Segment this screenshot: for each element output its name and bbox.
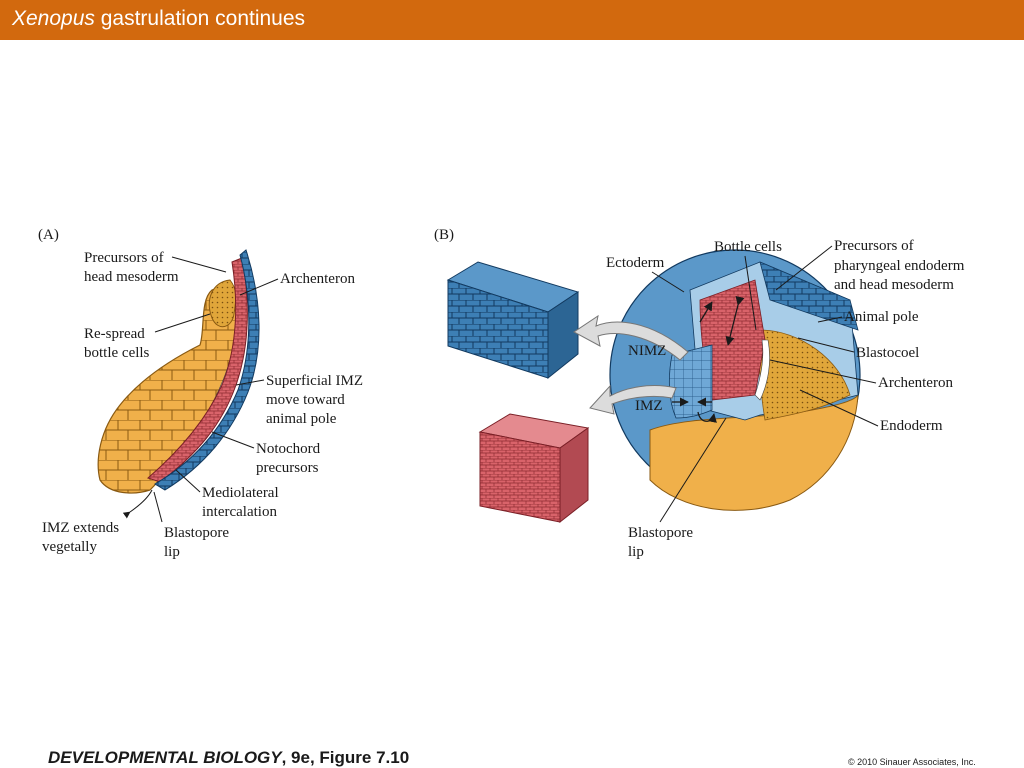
slide-title: Xenopus gastrulation continues <box>12 7 305 31</box>
embryo-sphere <box>609 249 861 511</box>
label-line: Endoderm <box>880 418 943 434</box>
label-precursors-pharyngeal: Precursors of pharyngeal endoderm and he… <box>775 238 965 293</box>
leader-line <box>153 491 163 523</box>
leader-line <box>744 255 757 331</box>
label-line: Notochord <box>256 441 321 457</box>
label-mediolateral-intercalation: Mediolateral intercalation <box>175 469 279 520</box>
leader-line <box>659 417 727 523</box>
label-notochord-precursors: Notochord precursors <box>211 431 321 476</box>
figure-ref: , 9e, Figure 7.10 <box>281 748 410 767</box>
label-line: move toward <box>266 392 345 408</box>
book-title: DEVELOPMENTAL BIOLOGY <box>48 748 282 767</box>
panel-a-tag: (A) <box>38 227 59 243</box>
label-blastopore-lip-a: Blastopore lip <box>153 491 229 560</box>
imz-arrow <box>589 384 677 415</box>
label-superficial-imz: Superficial IMZ move toward animal pole <box>235 373 363 427</box>
title-bar <box>0 0 1024 40</box>
leader-line <box>797 337 855 353</box>
label-re-spread-bottle-cells: Re-spread bottle cells <box>84 313 211 361</box>
vegetal-arrow <box>122 489 153 519</box>
panel-a: (A) Precursors of head mesoderm Archente… <box>38 227 363 560</box>
label-line: lip <box>628 544 644 560</box>
label-line: Ectoderm <box>606 255 665 271</box>
label-line: lip <box>164 544 180 560</box>
figure-source: DEVELOPMENTAL BIOLOGY, 9e, Figure 7.10 <box>48 748 409 768</box>
ectoderm-tissue-block <box>446 261 580 380</box>
leader-line <box>799 389 879 427</box>
label-ectoderm: Ectoderm <box>606 255 685 293</box>
leader-line <box>817 316 843 323</box>
leader-line <box>235 379 265 386</box>
label-line: and head mesoderm <box>834 277 954 293</box>
leader-line <box>769 359 877 384</box>
label-animal-pole: Animal pole <box>817 309 919 325</box>
label-line: Precursors of <box>834 238 914 254</box>
bottle-cells-a <box>208 279 237 328</box>
leader-line <box>154 313 211 333</box>
mesoderm-tissue-block <box>478 413 590 524</box>
leader-line <box>171 256 227 273</box>
label-line: bottle cells <box>84 345 150 361</box>
title-text: gastrulation continues <box>94 7 306 30</box>
label-line: IMZ extends <box>42 520 119 536</box>
label-archenteron-b: Archenteron <box>769 359 953 391</box>
label-line: IMZ <box>635 398 663 414</box>
label-archenteron-a: Archenteron <box>239 271 355 296</box>
ectoderm-layer-a <box>154 249 260 491</box>
label-line: Precursors of <box>84 250 164 266</box>
label-line: precursors <box>256 460 319 476</box>
involution-arrow <box>697 411 717 423</box>
label-line: Archenteron <box>280 271 355 287</box>
label-blastocoel: Blastocoel <box>797 337 919 361</box>
label-line: Re-spread <box>84 326 145 342</box>
panel-b: (B) <box>434 227 965 560</box>
label-endoderm: Endoderm <box>799 389 943 434</box>
label-line: Archenteron <box>878 375 953 391</box>
label-line: animal pole <box>266 411 337 427</box>
label-line: Animal pole <box>844 309 919 325</box>
label-nimz: NIMZ <box>628 343 666 359</box>
label-imz-extends: IMZ extends vegetally <box>42 489 153 555</box>
leader-line <box>775 245 833 291</box>
leader-line <box>239 278 279 296</box>
title-species: Xenopus <box>12 7 95 30</box>
label-line: pharyngeal endoderm <box>834 258 965 274</box>
mesoderm-layer-a <box>147 257 248 483</box>
label-line: Bottle cells <box>714 239 782 255</box>
label-line: Blastopore <box>628 525 693 541</box>
copyright: © 2010 Sinauer Associates, Inc. <box>848 757 976 767</box>
label-line: Blastopore <box>164 525 229 541</box>
leader-line <box>211 431 255 449</box>
leader-line <box>175 469 201 493</box>
label-line: Superficial IMZ <box>266 373 363 389</box>
label-imz: IMZ <box>635 398 663 414</box>
movement-arrow <box>699 301 713 323</box>
label-bottle-cells: Bottle cells <box>714 239 782 331</box>
label-line: vegetally <box>42 539 97 555</box>
label-precursors-head-mesoderm: Precursors of head mesoderm <box>84 250 227 285</box>
nimz-arrow <box>573 314 689 361</box>
label-line: Mediolateral <box>202 485 279 501</box>
label-line: NIMZ <box>628 343 666 359</box>
label-line: head mesoderm <box>84 269 179 285</box>
label-blastopore-lip-b: Blastopore lip <box>628 417 727 560</box>
label-line: intercalation <box>202 504 277 520</box>
panel-b-tag: (B) <box>434 227 454 243</box>
label-line: Blastocoel <box>856 345 919 361</box>
leader-line <box>651 271 685 293</box>
movement-arrow <box>725 295 745 346</box>
